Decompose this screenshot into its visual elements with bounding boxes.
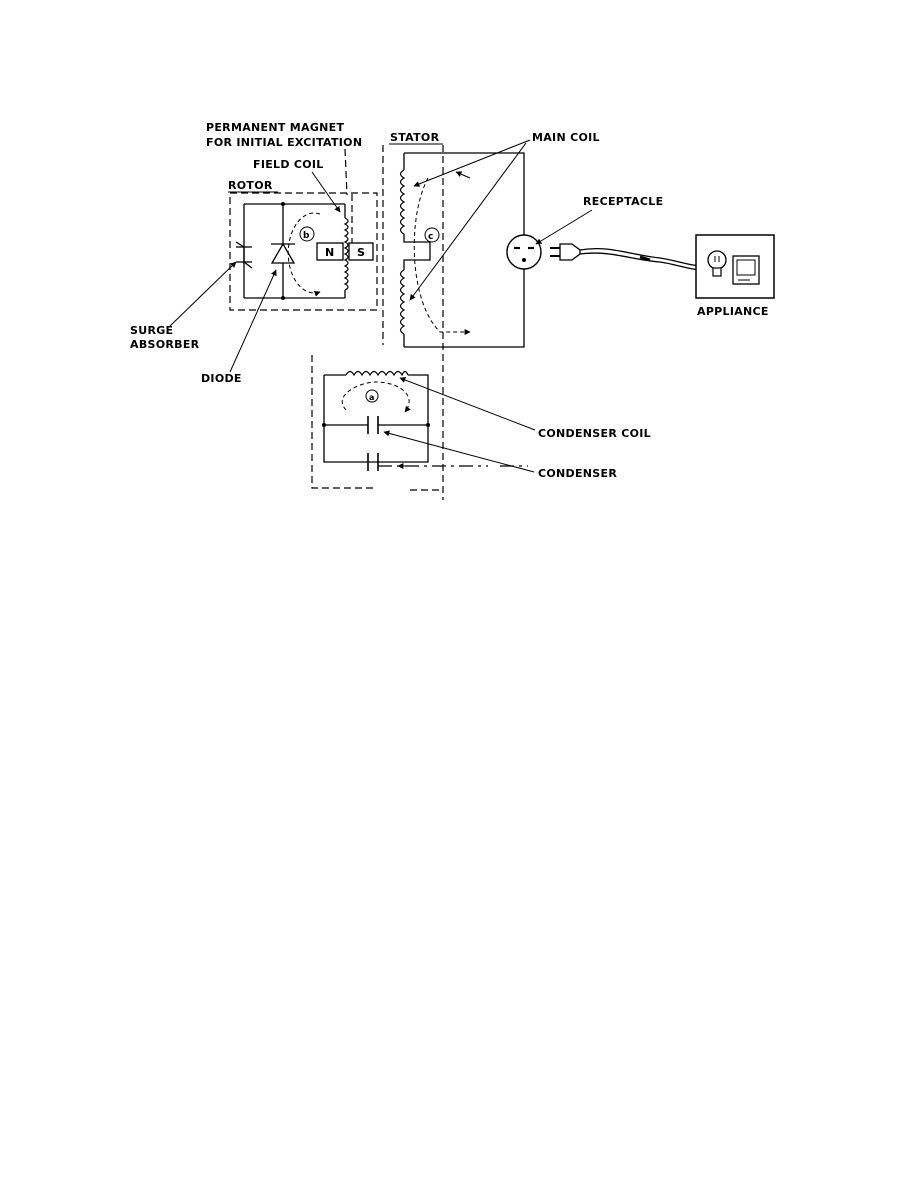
condenser-label: CONDENSER xyxy=(538,467,617,480)
surge-absorber-label-line1: SURGE xyxy=(130,324,173,337)
stator-current-arrow-top xyxy=(455,171,471,179)
rotor-loop-marker xyxy=(299,226,315,242)
field-coil-leader xyxy=(311,171,341,213)
main-coil-upper-winding xyxy=(399,169,406,235)
callouts: PERMANENT MAGNET FOR INITIAL EXCITATION … xyxy=(130,121,663,480)
surge-absorber-symbol xyxy=(235,241,253,269)
rotor-label: ROTOR xyxy=(228,179,273,192)
condenser-node-left xyxy=(322,423,326,427)
permanent-magnet-label-line2: FOR INITIAL EXCITATION xyxy=(206,136,362,149)
stator-label: STATOR xyxy=(390,131,440,144)
main-coil-leader-upper xyxy=(413,139,531,187)
receptacle-icon xyxy=(506,234,542,270)
magnet-south-pole xyxy=(348,242,374,261)
main-coil-lower-winding xyxy=(399,269,406,335)
power-cord xyxy=(579,247,703,271)
surge-absorber-leader xyxy=(169,261,237,327)
condenser-capacitor-symbol xyxy=(367,416,379,471)
permanent-magnet-label-line1: PERMANENT MAGNET xyxy=(206,121,344,134)
field-coil-winding xyxy=(343,217,349,291)
main-coil-label: MAIN COIL xyxy=(532,131,600,144)
main-coil-tap xyxy=(403,234,431,270)
condenser-wiring xyxy=(323,374,429,463)
condenser-section: a xyxy=(311,355,528,491)
rotor-flux-loop xyxy=(287,212,321,297)
appliance-label: APPLIANCE xyxy=(697,305,769,318)
stator-loop-marker-label: c xyxy=(428,232,434,242)
magnet-south-label: S xyxy=(357,246,365,259)
receptacle-label: RECEPTACLE xyxy=(583,195,663,208)
rotor-node-top xyxy=(281,202,285,206)
condenser-loop-marker-label: a xyxy=(369,393,375,402)
light-bulb-icon xyxy=(707,250,727,277)
diode-leader xyxy=(229,269,277,373)
stator-loop-marker xyxy=(424,227,440,243)
rotor-loop-marker-label: b xyxy=(303,231,310,241)
surge-absorber-label-line2: ABSORBER xyxy=(130,338,200,351)
monitor-icon xyxy=(732,255,760,285)
plug-icon xyxy=(550,243,581,261)
condenser-coil-winding xyxy=(345,370,409,377)
stator-section: STATOR c xyxy=(382,131,525,500)
condenser-loop-marker xyxy=(365,389,379,403)
condenser-node-right xyxy=(426,423,430,427)
condenser-leader xyxy=(383,430,535,473)
receptacle-leader xyxy=(535,209,593,245)
permanent-magnet: N S xyxy=(316,242,374,261)
magnet-north-label: N xyxy=(325,246,335,259)
stator-current-loop xyxy=(413,177,471,335)
main-coil-leader-lower xyxy=(409,142,527,301)
magnet-north-pole xyxy=(316,242,344,261)
stator-output-loop xyxy=(404,152,525,348)
diode-label: DIODE xyxy=(201,372,242,385)
rotor-node-bottom xyxy=(281,296,285,300)
output-section: APPLIANCE xyxy=(506,234,775,318)
condenser-flux-loop xyxy=(341,381,411,413)
diode-symbol xyxy=(270,242,296,264)
rotor-section: ROTOR N S b xyxy=(228,179,378,311)
field-coil-label: FIELD COIL xyxy=(253,158,324,171)
permanent-magnet-leader xyxy=(344,148,348,196)
condenser-boundary xyxy=(311,355,373,489)
condenser-coil-label: CONDENSER COIL xyxy=(538,427,651,440)
condenser-coil-leader xyxy=(399,377,536,431)
